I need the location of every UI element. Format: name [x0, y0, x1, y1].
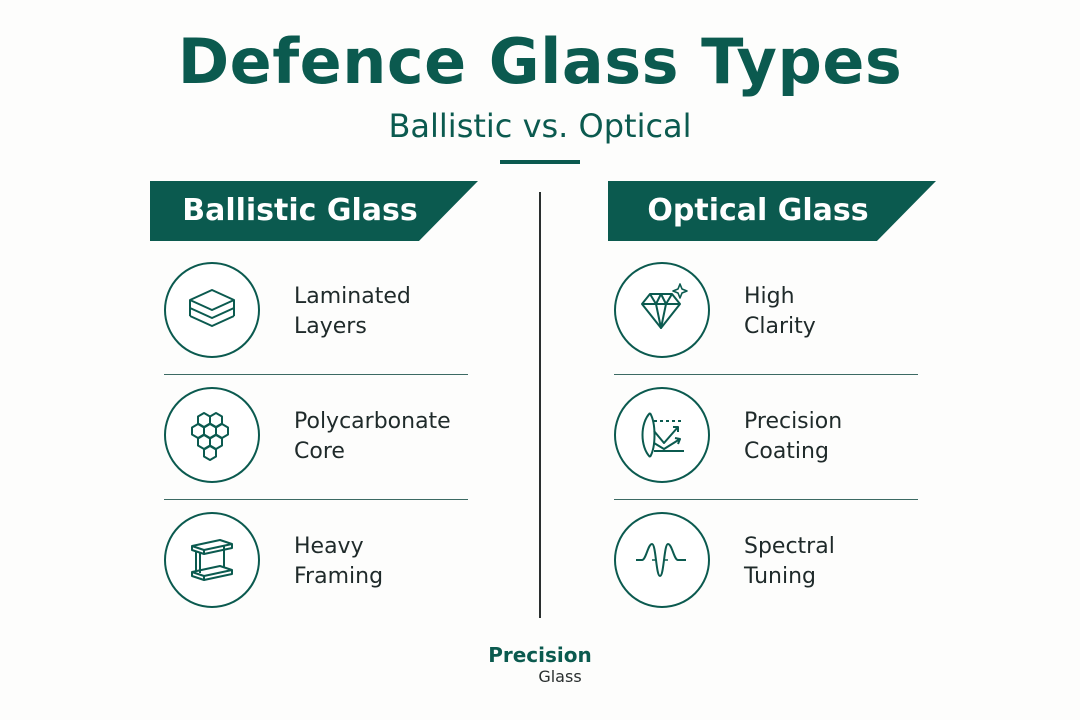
item-label-line2: Clarity — [744, 314, 816, 339]
diamond-icon — [614, 262, 710, 358]
item-label-line2: Framing — [294, 564, 384, 589]
list-item: Spectral Tuning — [614, 512, 918, 612]
optical-heading: Optical Glass — [647, 193, 869, 228]
ballistic-banner: Ballistic Glass — [150, 181, 478, 241]
item-label-line2: Core — [294, 439, 345, 464]
item-separator — [164, 487, 468, 512]
list-item: Laminated Layers — [164, 262, 468, 362]
list-item: Polycarbonate Core — [164, 387, 468, 487]
ballistic-heading: Ballistic Glass — [182, 193, 418, 228]
column-divider — [539, 192, 541, 618]
honeycomb-icon — [164, 387, 260, 483]
item-separator — [614, 362, 918, 387]
title-underline — [500, 160, 580, 164]
item-label-line1: Spectral — [744, 534, 835, 559]
brand-logo: Precision Glass — [0, 644, 1080, 688]
brand-sub: Glass — [538, 667, 582, 686]
item-label-line2: Layers — [294, 314, 367, 339]
list-item: Precision Coating — [614, 387, 918, 487]
brand-name: Precision — [488, 643, 592, 667]
item-label-line1: Polycarbonate — [294, 409, 451, 434]
ballistic-list: Laminated Layers Polycarbonate Core — [164, 262, 468, 612]
optical-banner: Optical Glass — [608, 181, 936, 241]
item-label-line2: Coating — [744, 439, 829, 464]
list-item: High Clarity — [614, 262, 918, 362]
layers-icon — [164, 262, 260, 358]
page-subtitle: Ballistic vs. Optical — [388, 107, 692, 145]
i-beam-icon — [164, 512, 260, 608]
item-separator — [164, 362, 468, 387]
item-separator — [614, 487, 918, 512]
optical-list: High Clarity Precision Coating — [614, 262, 918, 612]
item-label-line1: Heavy — [294, 534, 364, 559]
item-label-line2: Tuning — [744, 564, 817, 589]
item-label-line1: Precision — [744, 409, 843, 434]
lens-coating-icon — [614, 387, 710, 483]
item-label-line1: Laminated — [294, 284, 411, 309]
list-item: Heavy Framing — [164, 512, 468, 612]
waveform-icon — [614, 512, 710, 608]
page-title: Defence Glass Types — [177, 25, 903, 98]
item-label-line1: High — [744, 284, 795, 309]
